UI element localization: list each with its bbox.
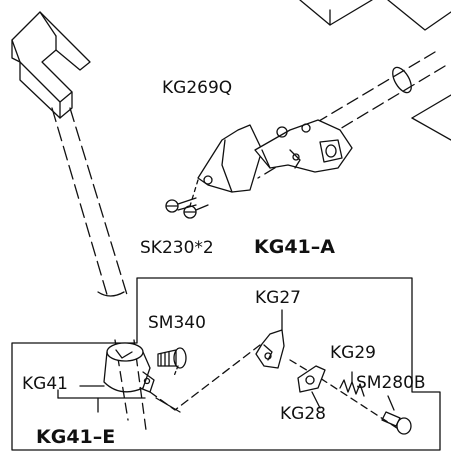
label-kg29: KG29 xyxy=(330,343,376,363)
label-sm340: SM340 xyxy=(148,313,206,333)
label-sk230: SK230*2 xyxy=(140,238,214,258)
label-kg28: KG28 xyxy=(280,404,326,424)
kg28-plate xyxy=(297,365,326,409)
sm280b-screw xyxy=(381,395,412,435)
assembly-lines xyxy=(57,344,401,431)
left-rod xyxy=(11,11,147,431)
sm340-screw xyxy=(157,347,187,377)
sk230-screws xyxy=(165,179,209,219)
kg29-spring xyxy=(339,371,365,397)
upper-body-outline xyxy=(299,0,451,141)
kg41-clamp xyxy=(103,342,155,393)
kg41a-group-outline xyxy=(11,277,441,451)
label-kg269q: KG269Q xyxy=(162,78,233,98)
label-sm280b: SM280B xyxy=(356,373,426,393)
label-kg41a: KG41–A xyxy=(254,236,335,258)
kg269q-bracket xyxy=(197,119,353,193)
label-kg41e: KG41–E xyxy=(36,426,116,448)
kg27-lever xyxy=(255,309,285,369)
label-kg41: KG41 xyxy=(22,374,68,394)
label-kg27: KG27 xyxy=(255,288,301,308)
